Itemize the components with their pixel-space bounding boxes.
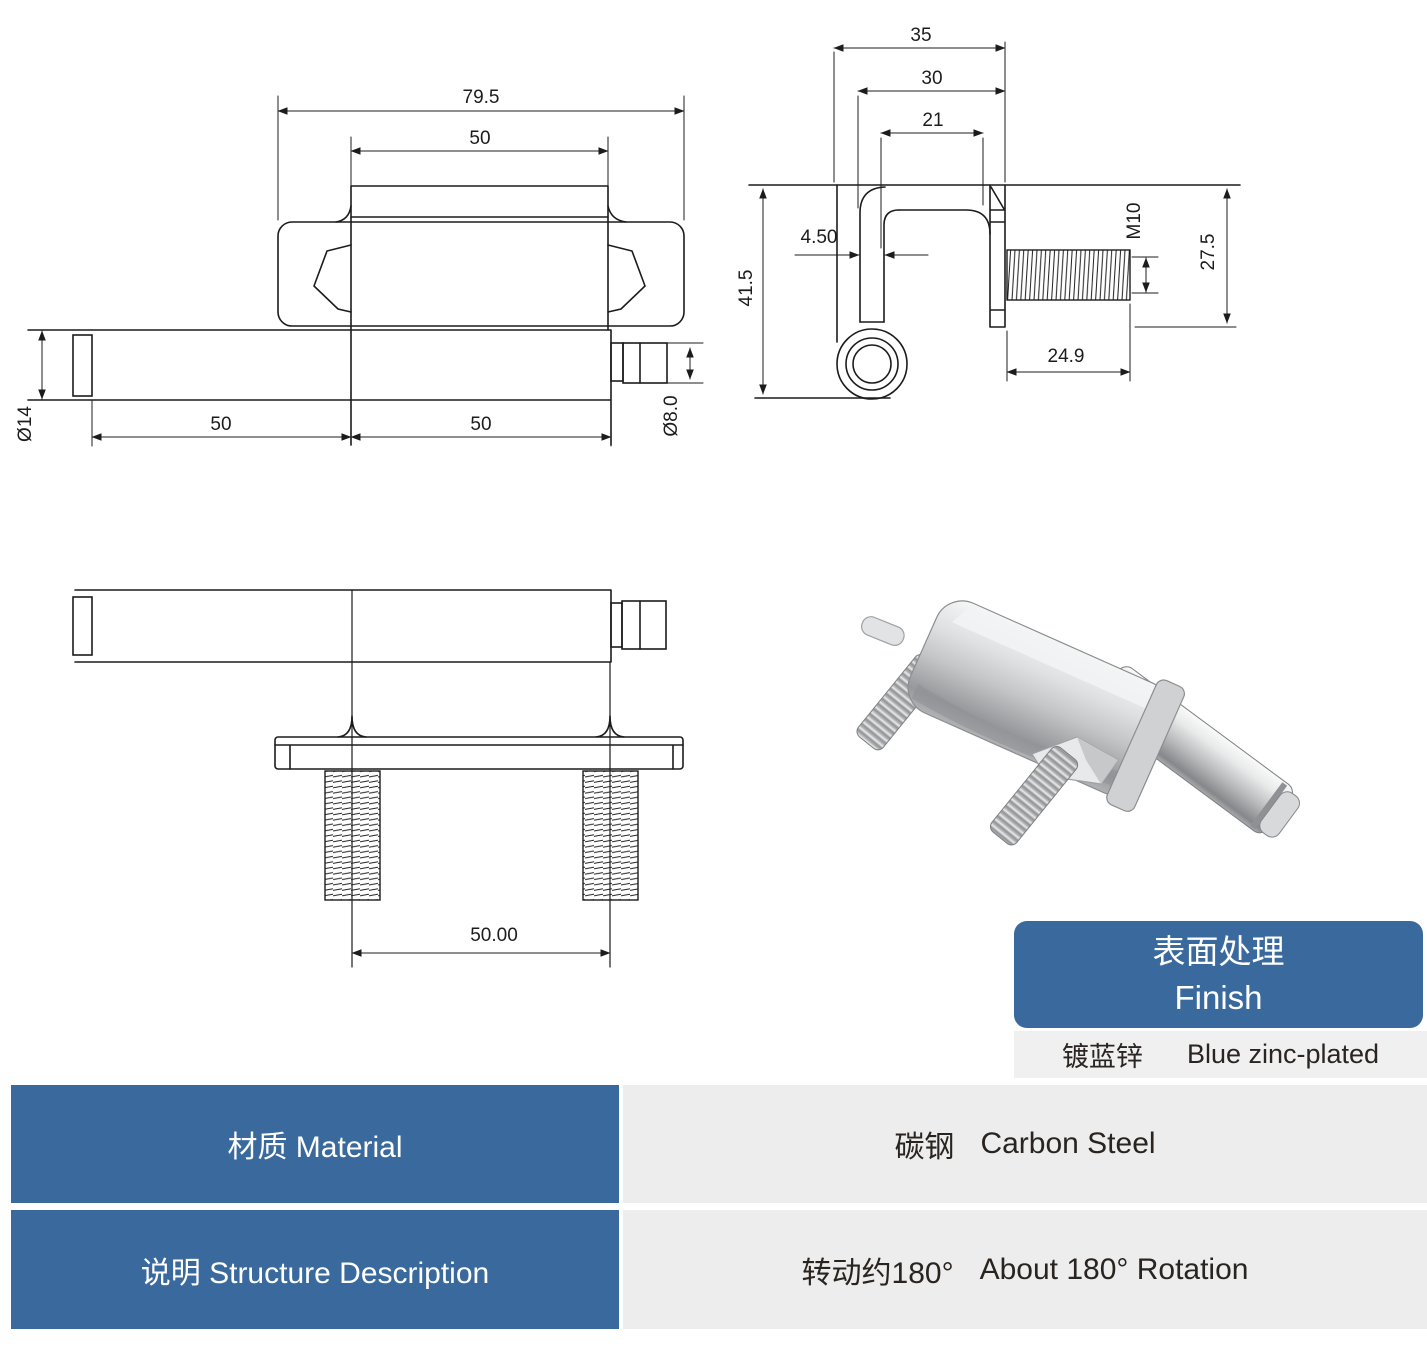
dim-bottom-spacing: 50.00 bbox=[470, 925, 518, 946]
dim-side-thread: M10 bbox=[1124, 203, 1145, 240]
bottom-view-drawing: 50.00 bbox=[72, 589, 684, 968]
bottom-view-part bbox=[72, 589, 684, 968]
product-photo bbox=[856, 600, 1300, 846]
front-view-drawing: 79.5 50 50 50 Ø14 Ø8.0 bbox=[15, 87, 704, 447]
side-view-part bbox=[748, 184, 1241, 400]
dim-side-width: 35 bbox=[910, 25, 931, 46]
dim-front-tab: 50 bbox=[469, 128, 490, 149]
dim-side-stud-length: 24.9 bbox=[1048, 346, 1085, 367]
material-label: 材质 Material bbox=[11, 1085, 619, 1203]
dim-side-stud-height: 27.5 bbox=[1198, 234, 1219, 271]
material-value-en: Carbon Steel bbox=[980, 1127, 1156, 1160]
finish-value-en: Blue zinc-plated bbox=[1186, 1039, 1380, 1069]
spec-row-description: 说明 Structure Description 转动约180° About 1… bbox=[0, 1210, 1427, 1329]
spec-row-material: 材质 Material 碳钢 Carbon Steel bbox=[0, 1085, 1427, 1203]
front-view-dimensions bbox=[38, 95, 704, 447]
front-view-part bbox=[27, 185, 685, 446]
finish-header: 表面处理 Finish bbox=[1014, 921, 1423, 1028]
dim-side-thickness: 4.50 bbox=[801, 227, 838, 248]
finish-value-row: 镀蓝锌 Blue zinc-plated bbox=[1014, 1031, 1427, 1078]
finish-title-zh: 表面处理 bbox=[1152, 932, 1285, 970]
dim-front-right-span: 50 bbox=[470, 414, 491, 435]
finish-title-en: Finish bbox=[1174, 978, 1263, 1016]
description-value-en: About 180° Rotation bbox=[979, 1252, 1249, 1286]
dim-front-shaft-dia: Ø14 bbox=[15, 406, 36, 442]
description-label: 说明 Structure Description bbox=[11, 1210, 619, 1329]
finish-value-zh: 镀蓝锌 bbox=[1061, 1042, 1143, 1072]
dim-front-overall: 79.5 bbox=[463, 87, 500, 108]
material-value-zh: 碳钢 bbox=[894, 1131, 955, 1164]
material-value: 碳钢 Carbon Steel bbox=[623, 1085, 1427, 1203]
dim-front-stub-dia: Ø8.0 bbox=[661, 395, 682, 436]
dim-side-inner: 30 bbox=[921, 68, 942, 89]
dim-side-height: 41.5 bbox=[736, 270, 757, 307]
description-value-zh: 转动约180° bbox=[801, 1256, 954, 1290]
side-view-dimensions bbox=[759, 41, 1237, 395]
dim-front-left-span: 50 bbox=[210, 414, 231, 435]
dim-side-channel: 21 bbox=[922, 110, 943, 131]
photo-stud-2 bbox=[989, 746, 1079, 846]
side-view-drawing: 35 30 21 4.50 41.5 M10 27.5 24.9 bbox=[736, 25, 1241, 400]
photo-tab-1 bbox=[860, 616, 905, 646]
description-value: 转动约180° About 180° Rotation bbox=[623, 1210, 1427, 1329]
